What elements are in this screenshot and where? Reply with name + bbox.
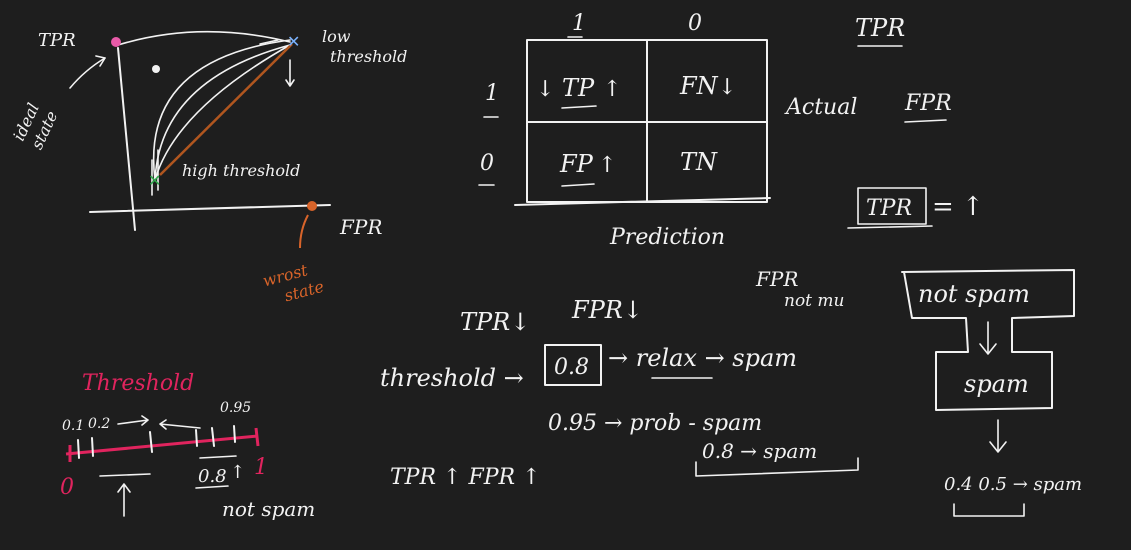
- axis-end-0: 0: [60, 475, 74, 500]
- tick-label-0-8: 0.8: [198, 466, 227, 487]
- tick-arrow-left: [159, 419, 201, 430]
- tpr-equals-up: = ↑: [932, 192, 984, 222]
- threshold-ticks: [77, 425, 236, 459]
- flow-arrow-1: [979, 321, 997, 355]
- worst-point: [307, 201, 317, 211]
- col-header-0: 0: [688, 11, 702, 36]
- fpr-note: FPR: [904, 91, 952, 116]
- below-up-arrow: [117, 483, 131, 517]
- flow-outline: [901, 269, 1075, 411]
- tick-arrow-right: [117, 415, 149, 426]
- threshold-axis: [65, 434, 259, 456]
- flow-bracket: [953, 503, 1025, 517]
- tpr-down: TPR↓: [460, 308, 530, 336]
- prediction-label: Prediction: [609, 225, 725, 250]
- prob-spam-line: 0.95 → prob - spam: [548, 411, 762, 436]
- tick-0-8-underlines: [195, 455, 237, 489]
- actual-label: Actual: [784, 95, 857, 120]
- roc-curve-inner: [154, 44, 291, 181]
- row-header-1: 1: [485, 81, 499, 106]
- threshold-title: Threshold: [82, 371, 194, 396]
- high-threshold-point: ✕: [148, 171, 161, 190]
- tpr-fpr-up: TPR ↑ FPR ↑: [390, 465, 541, 490]
- threshold-word: threshold →: [380, 364, 524, 392]
- relax-spam: → relax → spam: [608, 344, 797, 372]
- spam-line-bracket: [695, 457, 859, 477]
- low-threshold-label-1: low: [322, 27, 351, 46]
- worst-state-label: wrost state: [261, 260, 326, 305]
- low-threshold-label-2: threshold: [330, 47, 407, 66]
- ideal-arrow: [69, 57, 106, 89]
- roc-x-axis: [89, 204, 331, 213]
- col-header-1: 1: [572, 11, 586, 36]
- down-arrow-fn: ↓: [718, 75, 736, 100]
- axis-end-1: 1: [254, 455, 268, 480]
- row-header-underlines: [478, 116, 499, 186]
- roc-top-curve: [117, 30, 291, 46]
- roc-x-label: FPR: [339, 215, 382, 239]
- spam-flow: not spam spam 0.4 0.5 → spam: [901, 269, 1082, 517]
- cell-tn: TN: [680, 148, 718, 176]
- threshold-number-line: Threshold 0.1 0.2 0.95 0.8 ↑ 0 1 not spa…: [60, 371, 315, 521]
- down-arrow-tp: ↓: [536, 77, 554, 102]
- tpr-box: [857, 187, 927, 225]
- threshold-axis-ends: [68, 427, 260, 462]
- tick-label-0-2: 0.2: [88, 416, 110, 432]
- matrix-grid: [526, 39, 768, 203]
- roc-sketch: TPR FPR ideal state ✕ ✕ low threshold hi…: [9, 27, 407, 305]
- tpr-note: TPR: [855, 14, 905, 42]
- ideal-state-label: ideal state: [9, 100, 61, 152]
- confusion-matrix: 1 0 1 0 ↓ TP ↑ FN ↓ FP ↑ TN Actual Predi…: [478, 11, 857, 250]
- boxed-value: 0.8: [554, 355, 589, 380]
- middle-notes: TPR↓ FPR↓ FPR not mu threshold → 0.8 → r…: [380, 267, 859, 490]
- low-down-arrow: [285, 59, 295, 87]
- tpr-fpr-notes: TPR FPR TPR = ↑: [847, 14, 984, 229]
- tp-underline: [561, 105, 597, 109]
- cell-tp: TP: [562, 74, 595, 102]
- flow-spam: spam: [964, 370, 1029, 398]
- up-arrow-tp: ↑: [603, 77, 621, 102]
- row-header-0: 0: [480, 151, 494, 176]
- below-underline: [99, 473, 151, 477]
- fpr-down: FPR↓: [571, 296, 643, 324]
- cell-fp: FP: [559, 150, 594, 178]
- flow-arrow-2: [989, 419, 1007, 453]
- up-arrow-fp: ↑: [598, 153, 616, 178]
- tick-label-0-1: 0.1: [62, 418, 84, 434]
- curve-point: [152, 65, 160, 73]
- up-arrow-0-8: ↑: [230, 462, 245, 483]
- tick-label-0-95: 0.95: [220, 400, 251, 416]
- spam-line: 0.8 → spam: [702, 439, 817, 463]
- high-threshold-label: high threshold: [182, 161, 300, 180]
- roc-curve-scribble: [151, 149, 159, 196]
- ideal-point: [111, 37, 121, 47]
- low-threshold-arrow: [259, 39, 279, 45]
- roc-y-label: TPR: [38, 30, 76, 51]
- fpr-not-mu-2: not mu: [784, 291, 845, 311]
- roc-y-axis: [117, 47, 136, 231]
- flow-values: 0.4 0.5 → spam: [944, 474, 1082, 495]
- roc-curve-outer: [152, 39, 291, 181]
- not-spam-label: not spam: [222, 497, 315, 521]
- boxed-value-frame: [544, 344, 602, 386]
- tpr-box-underline: [847, 225, 933, 229]
- cell-fn: FN: [679, 72, 719, 100]
- fp-underline: [561, 183, 595, 187]
- low-threshold-point: ✕: [287, 32, 300, 51]
- fpr-note-underline: [904, 119, 947, 123]
- ideal-arrow-head: [95, 55, 106, 67]
- fpr-not-mu-1: FPR: [755, 267, 798, 291]
- matrix-underline: [514, 197, 771, 206]
- roc-diagonal: [159, 43, 293, 176]
- flow-not-spam: not spam: [918, 280, 1030, 308]
- worst-arrow: [299, 214, 309, 249]
- tpr-boxed: TPR: [866, 196, 912, 221]
